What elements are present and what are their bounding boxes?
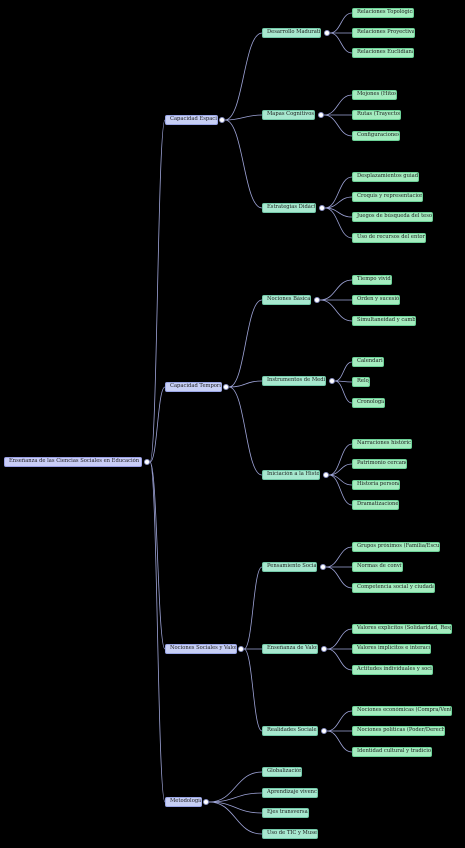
edge-sub-leaf — [326, 628, 353, 650]
edge-sub-leaf — [334, 380, 353, 404]
edge-sub-leaf — [329, 12, 353, 34]
branch-collapse-toggle[interactable] — [219, 117, 225, 123]
edge-branch-sub — [208, 801, 263, 835]
edge-sub-leaf — [326, 648, 353, 671]
leaf-node[interactable]: Relaciones Euclidianas — [352, 48, 414, 58]
root-collapse-toggle[interactable] — [144, 459, 150, 465]
leaf-node[interactable]: Orden y sucesión — [352, 295, 400, 305]
leaf-node[interactable]: Relaciones Proyectivas — [352, 28, 415, 38]
subtopic-collapse-toggle[interactable] — [321, 646, 327, 652]
leaf-node[interactable]: Reloj — [352, 377, 370, 387]
branch-collapse-toggle[interactable] — [223, 384, 229, 390]
leaf-node[interactable]: Cronología — [352, 398, 385, 408]
subtopic-collapse-toggle[interactable] — [321, 728, 327, 734]
edge-branch-sub — [224, 119, 263, 209]
edge-branch-sub — [243, 566, 263, 650]
edge-root-branch — [149, 386, 166, 463]
edge-sub-leaf — [319, 299, 353, 322]
subtopic-node[interactable]: Enseñanza de Valores — [262, 644, 318, 654]
edge-sub-leaf — [324, 196, 353, 209]
edge-sub-leaf — [328, 443, 353, 476]
edge-branch-sub — [224, 114, 263, 121]
root-node[interactable]: Enseñanza de las Ciencias Sociales en Ed… — [4, 457, 142, 467]
leaf-node[interactable]: Valores implícitos e interacción — [352, 644, 431, 654]
edge-root-branch — [149, 119, 166, 463]
edge-root-branch — [149, 461, 166, 650]
leaf-node[interactable]: Historia personal — [352, 480, 400, 490]
leaf-node[interactable]: Grupos próximos (Familia/Escuela) — [352, 542, 440, 552]
edge-branch-sub — [208, 801, 263, 814]
branch-node[interactable]: Capacidad Temporal — [165, 382, 222, 392]
leaf-node[interactable]: Actitudes individuales y sociales — [352, 665, 433, 675]
edge-sub-leaf — [328, 474, 353, 506]
edge-sub-leaf — [334, 361, 353, 382]
leaf-node[interactable]: Desplazamientos guiados — [352, 172, 419, 182]
edge-branch-sub — [228, 380, 263, 388]
edge-sub-leaf — [328, 463, 353, 476]
subtopic-node[interactable]: Aprendizaje vivencial — [262, 788, 318, 798]
subtopic-node[interactable]: Uso de TIC y Museos — [262, 829, 318, 839]
edge-sub-leaf — [324, 207, 353, 239]
subtopic-collapse-toggle[interactable] — [324, 30, 330, 36]
leaf-node[interactable]: Tiempo vivido — [352, 275, 392, 285]
branch-node[interactable]: Capacidad Espacial — [165, 115, 218, 125]
subtopic-collapse-toggle[interactable] — [314, 297, 320, 303]
edge-branch-sub — [208, 771, 263, 803]
leaf-node[interactable]: Simultaneidad y cambio — [352, 316, 416, 326]
subtopic-node[interactable]: Iniciación a la Historia — [262, 470, 320, 480]
leaf-node[interactable]: Nociones económicas (Compra/Venta) — [352, 706, 452, 716]
edge-branch-sub — [228, 386, 263, 476]
subtopic-node[interactable]: Estrategias Didácticas — [262, 203, 316, 213]
edge-branch-sub — [228, 299, 263, 388]
subtopic-node[interactable]: Realidades Sociales — [262, 726, 318, 736]
leaf-node[interactable]: Patrimonio cercano — [352, 459, 407, 469]
subtopic-node[interactable]: Pensamiento Social — [262, 562, 317, 572]
leaf-node[interactable]: Configuraciones — [352, 131, 400, 141]
branch-collapse-toggle[interactable] — [238, 646, 244, 652]
leaf-node[interactable]: Rutas (Trayectos) — [352, 110, 401, 120]
leaf-node[interactable]: Narraciones históricas — [352, 439, 412, 449]
leaf-node[interactable]: Competencia social y ciudadana — [352, 583, 435, 593]
edge-sub-leaf — [325, 566, 353, 589]
edge-branch-sub — [224, 32, 263, 121]
subtopic-collapse-toggle[interactable] — [320, 564, 326, 570]
branch-node[interactable]: Nociones Sociales y Valores — [165, 644, 237, 654]
leaf-node[interactable]: Mojones (Hitos) — [352, 90, 397, 100]
edge-branch-sub — [208, 792, 263, 803]
edge-sub-leaf — [329, 32, 353, 54]
edge-sub-leaf — [326, 710, 353, 732]
edge-sub-leaf — [326, 730, 353, 753]
edge-root-branch — [149, 461, 166, 803]
subtopic-node[interactable]: Ejes transversales — [262, 808, 309, 818]
leaf-node[interactable]: Identidad cultural y tradiciones — [352, 747, 432, 757]
leaf-node[interactable]: Juegos de búsqueda del tesoro — [352, 212, 433, 222]
subtopic-node[interactable]: Mapas Cognitivos — [262, 110, 315, 120]
edge-sub-leaf — [323, 94, 353, 116]
subtopic-collapse-toggle[interactable] — [329, 378, 335, 384]
leaf-node[interactable]: Uso de recursos del entorno — [352, 233, 426, 243]
leaf-node[interactable]: Nociones políticas (Poder/Derechos) — [352, 726, 445, 736]
subtopic-collapse-toggle[interactable] — [319, 205, 325, 211]
leaf-node[interactable]: Valores explícitos (Solidaridad, Respeto… — [352, 624, 452, 634]
leaf-node[interactable]: Calendario — [352, 357, 384, 367]
edge-sub-leaf — [323, 114, 353, 137]
edge-sub-leaf — [319, 279, 353, 301]
branch-node[interactable]: Metodología — [165, 797, 202, 807]
subtopic-collapse-toggle[interactable] — [318, 112, 324, 118]
edge-sub-leaf — [324, 176, 353, 209]
subtopic-node[interactable]: Instrumentos de Medida — [262, 376, 326, 386]
subtopic-node[interactable]: Desarrollo Madurativo — [262, 28, 321, 38]
leaf-node[interactable]: Relaciones Topológicas — [352, 8, 414, 18]
edge-sub-leaf — [325, 546, 353, 568]
leaf-node[interactable]: Normas de convivencia — [352, 562, 403, 572]
subtopic-node[interactable]: Nociones Básicas — [262, 295, 311, 305]
subtopic-node[interactable]: Globalización — [262, 767, 302, 777]
leaf-node[interactable]: Croquis y representaciones — [352, 192, 423, 202]
branch-collapse-toggle[interactable] — [203, 799, 209, 805]
edge-branch-sub — [243, 648, 263, 732]
subtopic-collapse-toggle[interactable] — [323, 472, 329, 478]
leaf-node[interactable]: Dramatizaciones — [352, 500, 399, 510]
